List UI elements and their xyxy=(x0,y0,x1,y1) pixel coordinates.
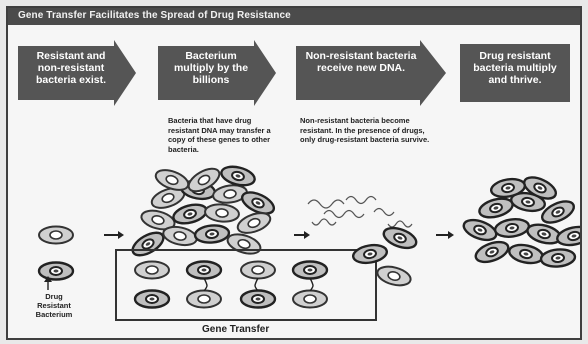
step-2-label: Bacterium multiply by the billions xyxy=(173,50,249,86)
step-3-arrow: Non-resistant bacteria receive new DNA. xyxy=(296,40,446,106)
drug-resistant-label: Drug Resistant Bacterium xyxy=(35,292,73,319)
gene-transfer-label: Gene Transfer xyxy=(202,324,270,335)
resistant-bacterium xyxy=(37,261,75,281)
step-1-label: Resistant and non-resistant bacteria exi… xyxy=(35,50,107,86)
step-2-arrow: Bacterium multiply by the billions xyxy=(158,40,276,106)
flow-arrow-1 xyxy=(104,231,124,239)
gene-transfer-bacteria xyxy=(133,260,329,309)
gene-transfer-box xyxy=(115,249,377,321)
dna-fragments xyxy=(307,195,413,228)
step-1-arrow: Resistant and non-resistant bacteria exi… xyxy=(18,40,136,106)
transfer-note: Bacteria that have drug resistant DNA ma… xyxy=(168,116,271,154)
multiplying-cluster xyxy=(127,162,279,262)
thriving-resistant-cluster xyxy=(459,171,580,270)
step-4-label: Drug resistant bacteria multiply and thr… xyxy=(473,50,557,86)
step-3-label: Non-resistant bacteria receive new DNA. xyxy=(305,50,417,74)
flow-arrow-2 xyxy=(294,231,310,239)
newly-resistant-bacteria xyxy=(350,222,421,290)
pointer-arrowhead xyxy=(44,276,52,282)
selection-note: Non-resistant bacteria become resistant.… xyxy=(300,116,430,144)
non-resistant-bacterium xyxy=(38,225,74,245)
title-bar: Gene Transfer Facilitates the Spread of … xyxy=(8,8,580,25)
diagram-frame: Gene Transfer Facilitates the Spread of … xyxy=(6,6,582,340)
bacteria-illustration xyxy=(37,162,580,321)
flow-arrow-3 xyxy=(436,231,454,239)
step-4-box: Drug resistant bacteria multiply and thr… xyxy=(460,40,578,106)
diagram-title: Gene Transfer Facilitates the Spread of … xyxy=(18,10,291,21)
